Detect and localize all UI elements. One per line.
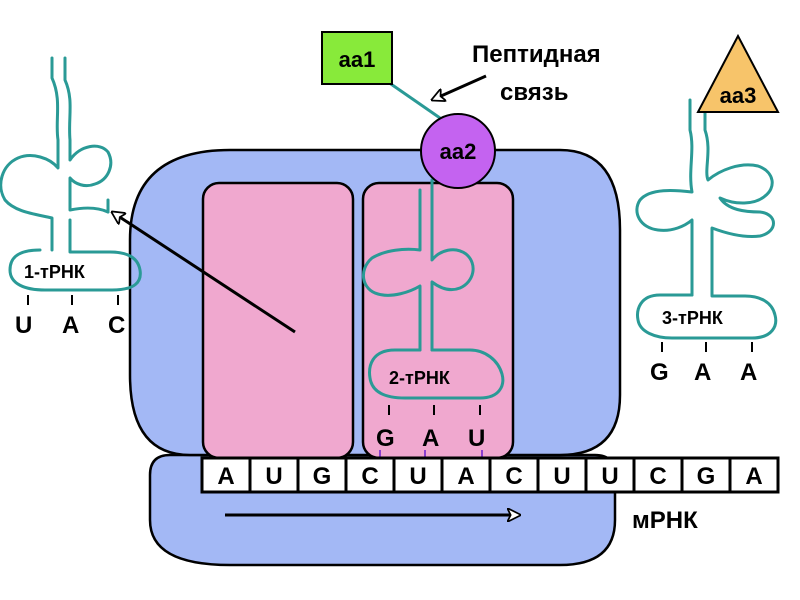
aa3-triangle [696, 33, 780, 113]
mrna-label: мРНК [632, 507, 698, 534]
mrna-base: C [361, 463, 378, 490]
trna-1 [0, 56, 142, 292]
trna-2-base-2: A [422, 425, 439, 452]
trna-3 [635, 98, 778, 340]
mrna-base: G [697, 463, 716, 490]
aa2-label: аа2 [440, 139, 477, 164]
trna-3-anticodon [661, 342, 753, 352]
trna-1-base-3: C [108, 312, 125, 339]
trna-3-base-1: G [650, 359, 669, 386]
trna-2-base-3: U [468, 425, 485, 452]
trna-1-label: 1-тРНК [24, 262, 86, 282]
trna-1-base-1: U [15, 312, 32, 339]
mrna-base: C [505, 463, 522, 490]
aa1-label: аа1 [339, 47, 376, 72]
trna-2-anticodon-ticks [388, 405, 481, 415]
aa3-label: аа3 [720, 83, 757, 108]
mrna-base: G [313, 463, 332, 490]
mrna-base: U [409, 463, 426, 490]
trna-3-label: 3-тРНК [662, 308, 724, 328]
aa2-circle [420, 113, 496, 189]
trna-2-base-1: G [376, 425, 395, 452]
aa1-box [321, 31, 393, 85]
trna-2-label: 2-тРНК [389, 368, 451, 388]
mrna-base: A [217, 463, 234, 490]
peptide-bond-line [387, 80, 441, 120]
mrna-base: C [649, 463, 666, 490]
trna-1-base-2: A [62, 312, 79, 339]
exit-arrow [112, 212, 296, 334]
trna-2 [362, 178, 505, 400]
mrna-base: U [553, 463, 570, 490]
ribosome-a-site [361, 181, 515, 460]
peptide-bond-pointer-arrow [432, 74, 487, 100]
trna-1-anticodon [27, 295, 119, 305]
trna-3-base-3: A [740, 359, 757, 386]
peptide-bond-label-line-2: связь [500, 79, 568, 106]
mrna-base: U [265, 463, 282, 490]
mrna-base: A [457, 463, 474, 490]
mrna-base: U [601, 463, 618, 490]
trna-3-base-2: A [694, 359, 711, 386]
peptide-bond-label-line-1: Пептидная [472, 41, 601, 68]
mrna-base: A [745, 463, 762, 490]
